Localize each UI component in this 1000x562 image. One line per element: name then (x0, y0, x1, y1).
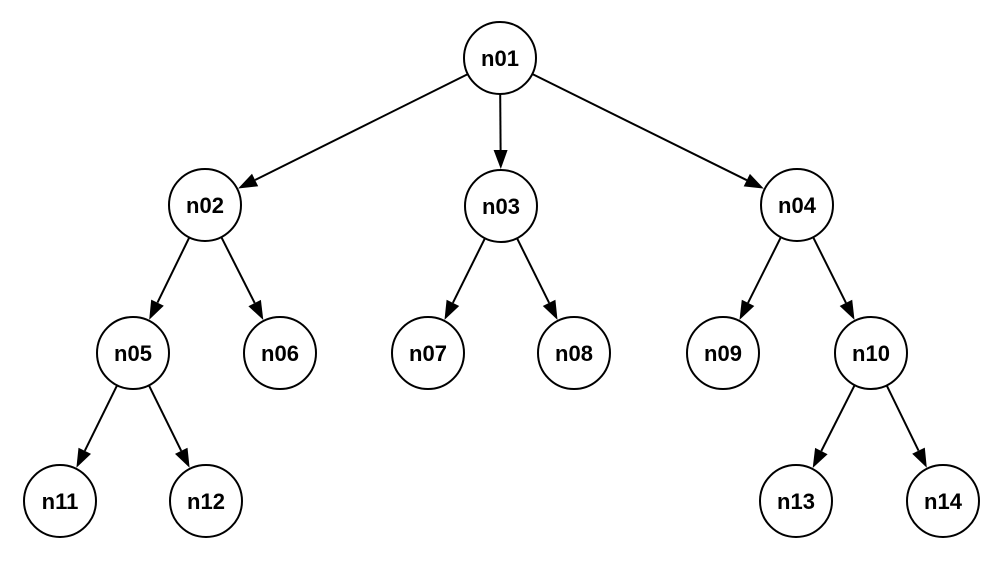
edge-arrowhead-icon (76, 447, 91, 468)
edge-line (156, 236, 191, 304)
tree-node-n12: n12 (169, 464, 243, 538)
node-circle (96, 316, 170, 390)
node-label: n05 (114, 341, 152, 366)
tree-node-n07: n07 (391, 316, 465, 390)
node-label: n14 (924, 489, 963, 514)
edge-line (820, 384, 856, 452)
tree-edge-n10-n13 (812, 384, 856, 468)
tree-node-n14: n14 (906, 464, 980, 538)
node-circle (23, 464, 97, 538)
node-label: n03 (482, 194, 520, 219)
tree-edge-n04-n10 (812, 236, 855, 320)
edge-line (812, 236, 847, 304)
edge-arrowhead-icon (839, 299, 855, 320)
tree-node-n11: n11 (23, 464, 97, 538)
tree-node-n02: n02 (168, 168, 242, 242)
node-label: n07 (409, 341, 447, 366)
node-circle (463, 21, 537, 95)
tree-node-n13: n13 (759, 464, 833, 538)
edge-arrowhead-icon (175, 447, 190, 468)
edge-arrowhead-icon (248, 299, 264, 320)
edge-line (531, 73, 748, 182)
tree-node-n10: n10 (834, 316, 908, 390)
edge-arrowhead-icon (912, 447, 927, 468)
edge-line (220, 236, 256, 304)
tree-edge-n02-n05 (149, 236, 191, 320)
node-label: n04 (778, 193, 817, 218)
edge-line (885, 384, 920, 452)
edge-line (83, 384, 118, 452)
node-circle (391, 316, 465, 390)
tree-edge-n01-n04 (531, 73, 764, 189)
edge-arrowhead-icon (812, 447, 828, 468)
tree-edge-n01-n02 (238, 73, 469, 189)
node-circle (834, 316, 908, 390)
node-circle (464, 169, 538, 243)
tree-edge-n04-n09 (739, 236, 782, 320)
node-label: n10 (852, 341, 890, 366)
node-circle (686, 316, 760, 390)
edge-line (254, 73, 469, 181)
tree-edge-n05-n11 (76, 384, 118, 468)
tree-edge-n02-n06 (220, 236, 264, 320)
edge-arrowhead-icon (238, 173, 259, 189)
node-circle (168, 168, 242, 242)
edge-arrowhead-icon (743, 173, 764, 189)
node-circle (243, 316, 317, 390)
node-circle (169, 464, 243, 538)
node-circle (759, 464, 833, 538)
edge-line (148, 384, 183, 452)
node-label: n01 (481, 46, 519, 71)
edge-line (747, 236, 782, 304)
tree-edge-n03-n08 (516, 237, 558, 320)
edge-line (452, 237, 486, 304)
tree-edge-n10-n14 (885, 384, 927, 468)
tree-edge-n05-n12 (148, 384, 190, 468)
edge-line (516, 237, 550, 304)
node-circle (760, 168, 834, 242)
edge-arrowhead-icon (149, 299, 164, 320)
node-label: n11 (42, 489, 79, 514)
tree-node-n03: n03 (464, 169, 538, 243)
edge-arrowhead-icon (739, 299, 755, 320)
tree-edge-n01-n03 (493, 93, 508, 169)
tree-node-n06: n06 (243, 316, 317, 390)
tree-node-n08: n08 (537, 316, 611, 390)
node-label: n02 (186, 193, 224, 218)
node-label: n09 (704, 341, 742, 366)
node-label: n13 (777, 489, 815, 514)
node-circle (537, 316, 611, 390)
tree-node-n01: n01 (463, 21, 537, 95)
node-circle (906, 464, 980, 538)
edge-arrowhead-icon (493, 150, 508, 169)
node-label: n06 (261, 341, 299, 366)
tree-edge-n03-n07 (444, 237, 486, 320)
edge-arrowhead-icon (444, 299, 460, 320)
node-label: n08 (555, 341, 593, 366)
tree-node-n04: n04 (760, 168, 834, 242)
tree-node-n05: n05 (96, 316, 170, 390)
tree-node-n09: n09 (686, 316, 760, 390)
edge-arrowhead-icon (542, 299, 558, 320)
node-label: n12 (187, 489, 225, 514)
